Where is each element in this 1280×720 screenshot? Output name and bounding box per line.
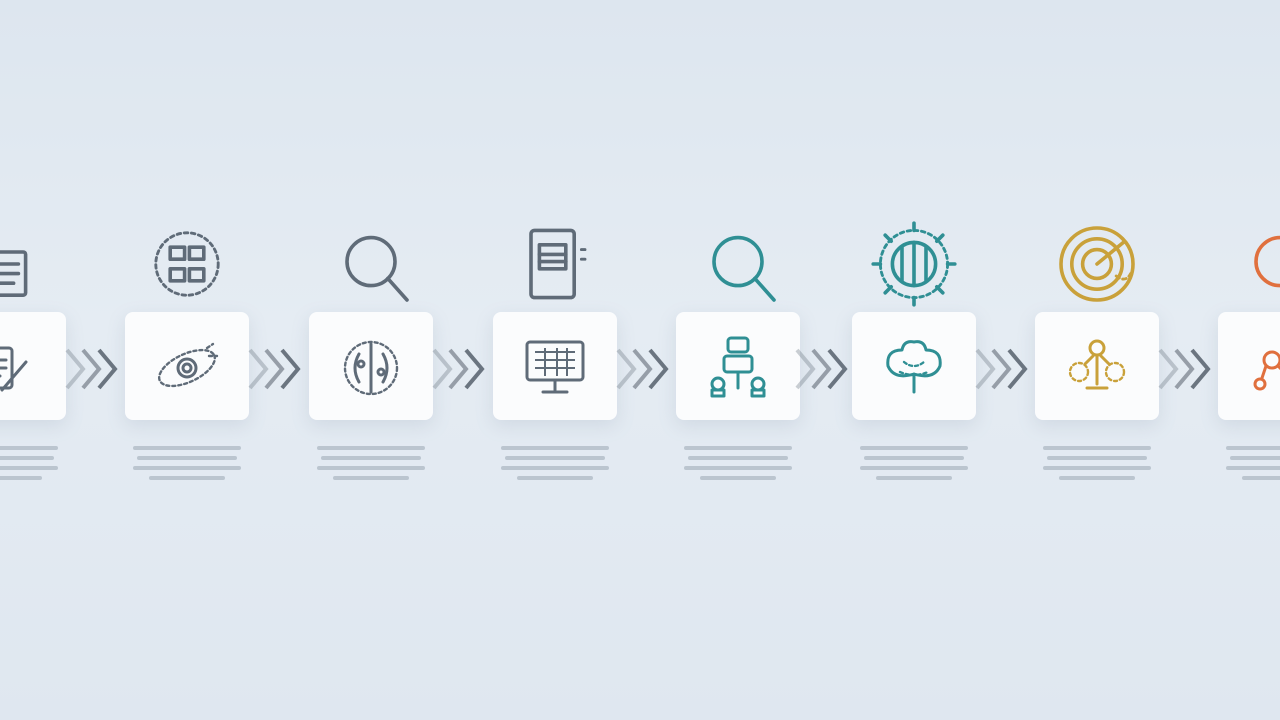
text-line: [684, 466, 792, 470]
step-top-icon: [139, 216, 235, 312]
text-line: [688, 456, 788, 460]
text-line: [0, 476, 42, 480]
text-line: [1226, 446, 1280, 450]
monitor-dashboard-icon: [525, 340, 585, 394]
text-line: [0, 446, 58, 450]
step-card: [309, 312, 433, 420]
gear-globe-icon: [871, 221, 957, 307]
text-line: [876, 476, 952, 480]
text-line: [333, 476, 409, 480]
text-line: [501, 466, 609, 470]
magnifier-icon: [712, 235, 776, 302]
text-line: [149, 476, 225, 480]
step-card: [1035, 312, 1159, 420]
text-line: [1043, 446, 1151, 450]
text-line: [1043, 466, 1151, 470]
chevron-arrow-icon: [244, 334, 314, 404]
chevron-arrow-icon: [974, 348, 1028, 390]
orbit-data-icon: [157, 342, 219, 388]
text-line: [700, 476, 776, 480]
magnifier-icon: [345, 235, 409, 302]
notepad-pen-icon: [0, 346, 28, 392]
people-network-icon: [1068, 339, 1126, 390]
robot-team-icon: [710, 336, 766, 398]
step-card: [676, 312, 800, 420]
step-description-lines: [0, 446, 58, 486]
step-top-icon: [507, 216, 603, 312]
chevron-arrow-icon: [248, 348, 301, 390]
step-card: [493, 312, 617, 420]
step-top-icon: [690, 216, 786, 312]
document-pen-icon: [0, 250, 28, 297]
text-line: [133, 466, 241, 470]
chevron-arrow-icon: [428, 334, 498, 404]
text-line: [517, 476, 593, 480]
chevron-arrow-icon: [64, 348, 118, 390]
text-line: [133, 446, 241, 450]
brain-circuit-icon: [343, 340, 399, 396]
text-line: [501, 446, 609, 450]
chevron-arrow-icon: [795, 348, 848, 390]
text-line: [317, 446, 425, 450]
tablet-data-icon: [529, 228, 588, 300]
text-line: [1226, 466, 1280, 470]
step-description-lines: [317, 446, 425, 486]
network-cluster-icon: [154, 231, 220, 297]
step-top-icon: [323, 216, 419, 312]
text-line: [684, 446, 792, 450]
chevron-arrow-icon: [971, 334, 1041, 404]
magnifier-icon: [1254, 235, 1280, 288]
molecule-icon: [1253, 350, 1280, 391]
text-line: [321, 456, 421, 460]
step-description-lines: [684, 446, 792, 486]
text-line: [1230, 456, 1280, 460]
step-description-lines: [133, 446, 241, 486]
chevron-arrow-icon: [1157, 348, 1211, 390]
text-line: [1047, 456, 1147, 460]
chevron-arrow-icon: [791, 334, 861, 404]
chevron-arrow-icon: [432, 348, 485, 390]
chevron-arrow-icon: [612, 334, 682, 404]
text-line: [860, 446, 968, 450]
step-card: [0, 312, 66, 420]
text-line: [505, 456, 605, 460]
text-line: [137, 456, 237, 460]
chevron-arrow-icon: [61, 334, 131, 404]
step-card: [852, 312, 976, 420]
step-card: [1218, 312, 1280, 420]
step-description-lines: [1226, 446, 1280, 486]
chevron-arrow-icon: [1154, 334, 1224, 404]
step-description-lines: [1043, 446, 1151, 486]
brain-tree-icon: [886, 340, 942, 394]
text-line: [860, 466, 968, 470]
step-card: [125, 312, 249, 420]
text-line: [0, 456, 54, 460]
step-top-icon: [1049, 216, 1145, 312]
chevron-arrow-icon: [615, 348, 669, 390]
text-line: [864, 456, 964, 460]
step-description-lines: [860, 446, 968, 486]
radar-target-icon: [1059, 226, 1135, 302]
text-line: [1242, 476, 1280, 480]
step-description-lines: [501, 446, 609, 486]
text-line: [0, 466, 58, 470]
text-line: [317, 466, 425, 470]
step-top-icon: [1232, 216, 1280, 312]
step-top-icon: [0, 216, 52, 312]
text-line: [1059, 476, 1135, 480]
step-top-icon: [866, 216, 962, 312]
